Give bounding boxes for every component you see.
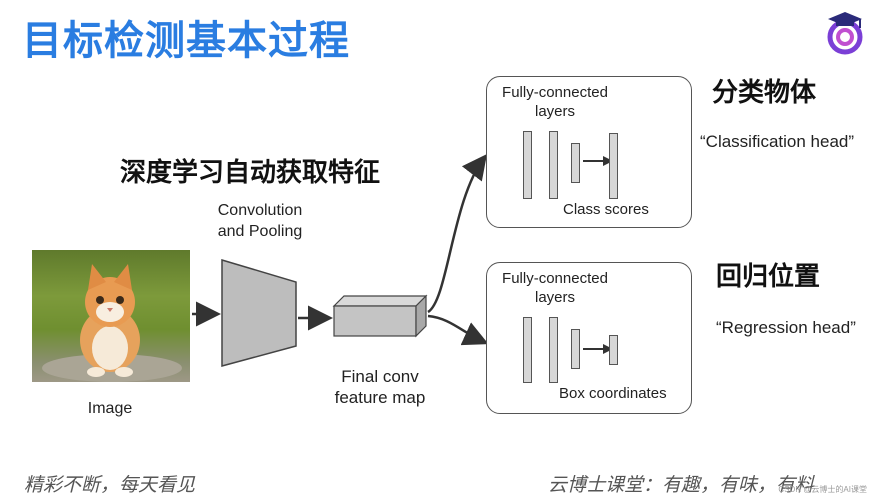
regress-heading: 回归位置 — [716, 262, 821, 292]
fc-top-caption: Class scores — [563, 201, 649, 218]
fc-bottom-bar-3 — [571, 329, 580, 369]
fc-top-bar-1 — [523, 131, 532, 199]
fc-bottom-title: Fully-connected layers — [495, 269, 615, 307]
fc-box-regression: Fully-connected layers Box coordinates — [486, 262, 692, 414]
fc-top-title-line2: layers — [534, 103, 575, 120]
fc-bottom-bar-1 — [523, 317, 532, 383]
fc-top-bar-3 — [571, 143, 580, 183]
conv-pool-block — [221, 258, 297, 367]
fc-bottom-bar-2 — [549, 317, 558, 383]
arrow-to-classification — [427, 154, 488, 314]
fc-bottom-arrow-icon — [583, 344, 613, 354]
footer-left-slogan: 精彩不断，每天看见 — [24, 474, 196, 496]
feature-map-side — [415, 294, 427, 338]
conv-label: Convolution and Pooling — [200, 200, 320, 242]
classify-heading: 分类物体 — [712, 78, 817, 108]
arrow-to-regression — [427, 314, 489, 346]
final-conv-label: Final conv feature map — [310, 366, 450, 408]
footer-right-slogan: 云博士课堂：有趣，有味，有料 — [548, 474, 815, 496]
feature-map-front — [333, 305, 417, 337]
fc-bottom-bar-4 — [609, 335, 618, 365]
feature-map-top — [332, 295, 428, 307]
csdn-watermark: CSDN @云博士的AI课堂 — [778, 485, 867, 494]
fc-top-arrow-icon — [583, 156, 613, 166]
fc-bottom-title-line2: layers — [534, 289, 575, 306]
fc-top-bar-4 — [609, 133, 618, 199]
fc-bottom-title-line1: Fully-connected — [502, 270, 608, 287]
conv-label-line1: Convolution — [217, 202, 303, 219]
fc-box-classification: Fully-connected layers Class scores — [486, 76, 692, 228]
final-conv-line2: feature map — [334, 388, 426, 407]
fc-top-title: Fully-connected layers — [495, 83, 615, 121]
cat-image — [32, 250, 190, 382]
fc-top-bar-2 — [549, 131, 558, 199]
classification-head-label: “Classification head” — [700, 132, 855, 151]
page-title: 目标检测基本过程 — [22, 18, 350, 64]
final-conv-line1: Final conv — [341, 367, 419, 386]
conv-label-line2: and Pooling — [217, 223, 303, 240]
regression-head-label: “Regression head” — [716, 318, 856, 337]
fc-top-title-line1: Fully-connected — [502, 84, 608, 101]
fc-bottom-caption: Box coordinates — [559, 385, 667, 402]
image-label: Image — [87, 400, 133, 417]
feature-heading: 深度学习自动获取特征 — [120, 158, 381, 188]
graduation-cap-logo-icon — [827, 12, 863, 55]
